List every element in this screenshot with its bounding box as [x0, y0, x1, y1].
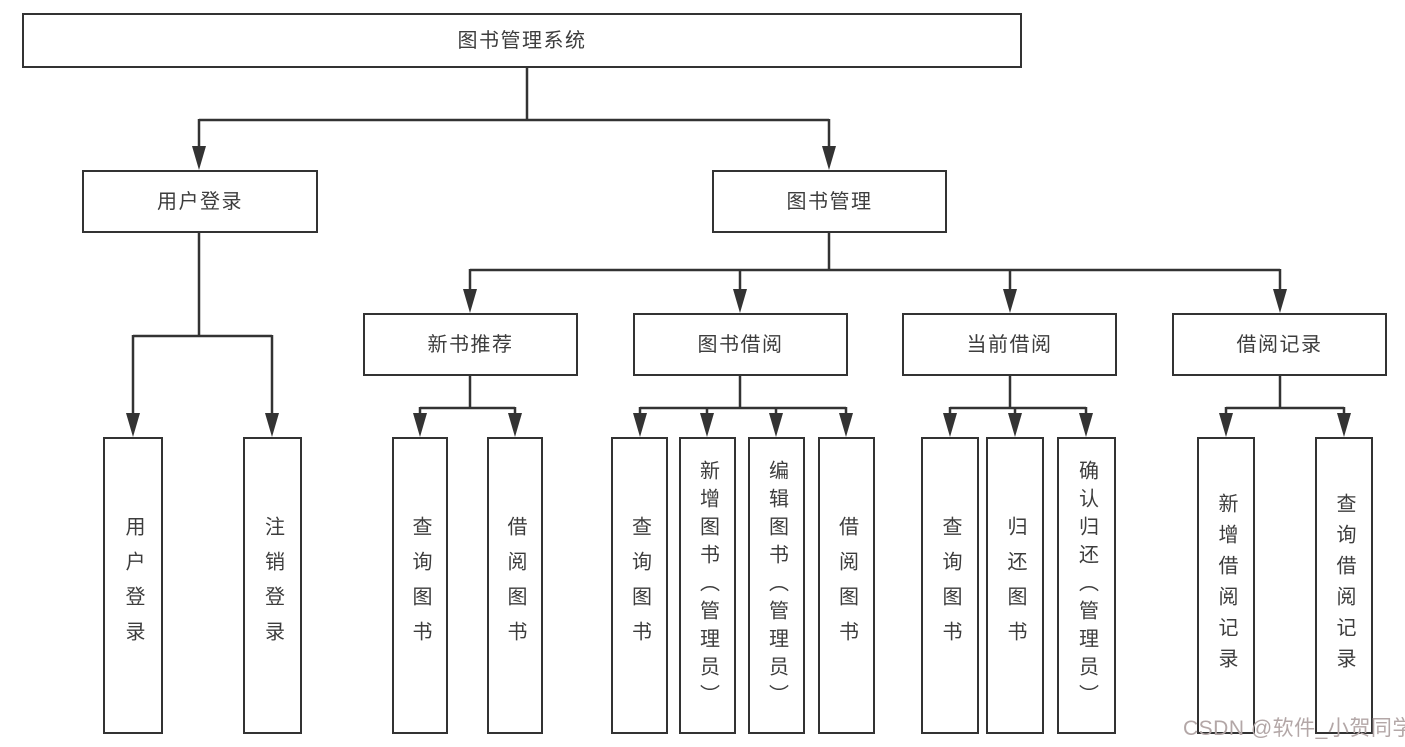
node-borrowing-records: 借阅记录	[1172, 313, 1387, 376]
leaf-query-books-1-label: 查询图书	[409, 515, 431, 656]
node-user-login: 用户登录	[82, 170, 318, 233]
node-book-borrowing-label: 图书借阅	[697, 333, 784, 356]
leaf-borrow-books-1: 借阅图书	[487, 437, 543, 734]
leaf-confirm-return-admin-label: 确认归还（管理员）	[1075, 459, 1098, 712]
leaf-add-borrow-record: 新增借阅记录	[1197, 437, 1255, 734]
leaf-query-books-2: 查询图书	[611, 437, 668, 734]
node-book-management-label: 图书管理	[786, 190, 873, 213]
leaf-return-books: 归还图书	[986, 437, 1044, 734]
node-current-borrowing-label: 当前借阅	[966, 333, 1053, 356]
node-user-login-label: 用户登录	[157, 190, 243, 213]
leaf-edit-books-admin: 编辑图书（管理员）	[748, 437, 805, 734]
leaf-user-login: 用户登录	[103, 437, 163, 734]
node-new-book-recommend: 新书推荐	[363, 313, 578, 376]
arrowheads	[126, 146, 1351, 437]
leaf-query-books-3-label: 查询图书	[939, 515, 961, 656]
node-book-management: 图书管理	[712, 170, 947, 233]
leaf-add-books-admin: 新增图书（管理员）	[679, 437, 736, 734]
leaf-logout: 注销登录	[243, 437, 302, 734]
leaf-confirm-return-admin: 确认归还（管理员）	[1057, 437, 1116, 734]
leaf-query-books-1: 查询图书	[392, 437, 448, 734]
leaf-add-books-admin-label: 新增图书（管理员）	[696, 459, 719, 712]
node-borrowing-records-label: 借阅记录	[1236, 333, 1323, 356]
node-current-borrowing: 当前借阅	[902, 313, 1117, 376]
node-book-borrowing: 图书借阅	[633, 313, 848, 376]
leaf-edit-books-admin-label: 编辑图书（管理员）	[765, 459, 788, 712]
leaf-user-login-label: 用户登录	[122, 515, 144, 656]
leaf-query-books-2-label: 查询图书	[628, 515, 651, 656]
node-library-system: 图书管理系统	[22, 13, 1022, 68]
csdn-watermark: CSDN @软件_小贺同学	[1183, 717, 1405, 740]
leaf-query-borrow-record: 查询借阅记录	[1315, 437, 1373, 734]
node-new-book-recommend-label: 新书推荐	[427, 333, 514, 356]
leaf-logout-label: 注销登录	[261, 515, 284, 656]
leaf-borrow-books-2: 借阅图书	[818, 437, 875, 734]
leaf-query-books-3: 查询图书	[921, 437, 979, 734]
leaf-query-borrow-record-label: 查询借阅记录	[1333, 492, 1355, 679]
leaf-add-borrow-record-label: 新增借阅记录	[1215, 492, 1237, 679]
leaf-return-books-label: 归还图书	[1004, 515, 1026, 656]
node-library-system-label: 图书管理系统	[457, 29, 587, 52]
leaf-borrow-books-1-label: 借阅图书	[504, 515, 526, 656]
leaf-borrow-books-2-label: 借阅图书	[835, 515, 858, 656]
